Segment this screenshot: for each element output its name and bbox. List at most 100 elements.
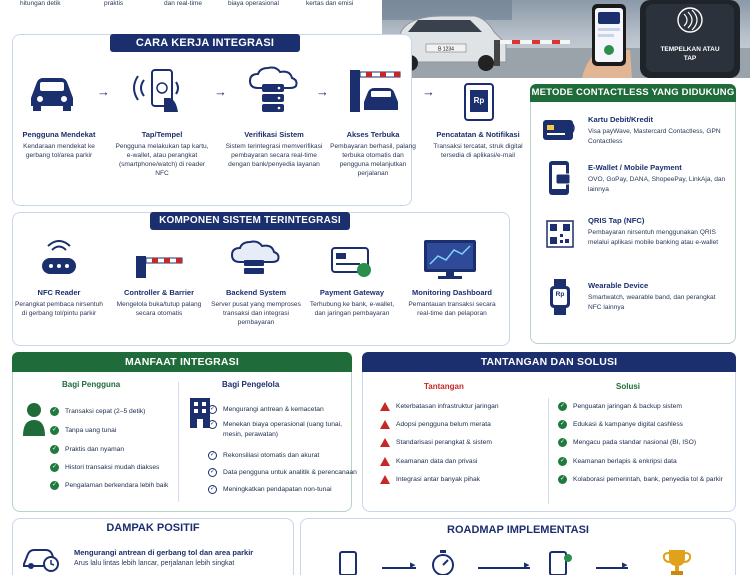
check-icon: ✓ [558,438,567,447]
step-desc: Transaksi tercatat, struk digital tersed… [433,143,523,159]
check-icon: ✓ [50,445,59,454]
list-item: ✓Meningkatkan pendapatan non-tunai [208,485,332,494]
barrier-car-icon [350,70,401,112]
phone-in-hand [582,4,632,78]
list-item-text: Rekonsiliasi otomatis dan akurat [223,452,320,459]
metode-item-title: E-Wallet / Mobile Payment [588,163,682,172]
metode-item-title: QRIS Tap (NFC) [588,216,645,225]
step-title: Pengguna Mendekat [22,130,96,139]
list-item-text: Keamanan berlapis & enkripsi data [573,458,677,465]
plate-text: B 1234 [438,47,454,53]
komponen-desc-item: Terhubung ke bank, e-wallet, dan jaringa… [309,301,395,317]
step-desc: Kendaraan mendekat ke gerbang tol/area p… [23,143,95,159]
roadmap-arrow-line [382,567,416,569]
list-item-text: Adopsi pengguna belum merata [396,421,491,428]
step-title: Akses Terbuka [346,130,400,139]
dashboard-icon [424,240,476,279]
tantangan-section [362,352,736,512]
list-item-text: Mengacu pada standar nasional (BI, ISO) [573,439,697,446]
manfaat-title: MANFAAT INTEGRASI [12,352,352,372]
step-title: Tap/Tempel [141,130,183,139]
receipt-label: Rp [473,96,485,105]
dampak-title: DAMPAK POSITIF [106,522,200,534]
check-icon: ✓ [50,426,59,435]
list-item: Adopsi pengguna belum merata [380,420,491,429]
warning-icon [380,438,390,447]
top-caption-2: praktis [104,0,124,7]
stopwatch-icon [432,550,454,575]
arrow-icon: → [214,84,227,99]
check-outline-icon: ✓ [208,405,217,414]
arrow-icon: → [97,84,110,99]
komponen-desc-item: Perangkat pembaca nirsentuh di gerbang t… [15,301,103,317]
qr-code-icon [546,220,574,248]
check-icon: ✓ [558,457,567,466]
car-icon [31,78,73,111]
list-item-text: Keamanan data dan privasi [396,458,478,465]
list-item: Integrasi antar banyak pihak [380,475,480,484]
arrow-icon: ▸ [410,559,416,571]
check-icon: ✓ [50,463,59,472]
trophy-icon [662,550,692,575]
komponen-desc-item: Server pusat yang memproses transaksi da… [211,301,301,326]
tantangan-col-title: Tantangan [424,382,464,391]
metode-title: METODE CONTACTLESS YANG DIDUKUNG [530,84,736,102]
pengelola-title: Bagi Pengelola [222,380,280,389]
list-item-text: Praktis dan nyaman [65,446,125,453]
arrow-icon: ▸ [622,559,628,571]
list-item-text: Transaksi cepat (2–5 detik) [65,408,146,415]
step-title: Pencatatan & Notifikasi [436,130,520,139]
nfc-reader-device [640,0,740,78]
top-caption-3: dan real-time [164,0,202,7]
list-item: ✓ Rekonsiliasi otomatis dan akurat [208,451,319,460]
list-item: Standarisasi perangkat & sistem [380,438,492,447]
warning-icon [380,420,390,429]
check-outline-icon: ✓ [208,468,217,477]
list-item: ✓Mengurangi antrean & kemacetan [208,405,324,414]
warning-icon [380,475,390,484]
check-outline-icon: ✓ [208,451,217,460]
metode-item-desc: OVO, GoPay, DANA, ShopeePay, LinkAja, da… [588,176,726,193]
solusi-col-title: Solusi [616,382,641,391]
phone-icon [339,551,357,575]
komponen-desc-item: Mengelola buka/tutup palang secara otoma… [116,301,202,317]
arrow-icon: → [316,84,329,99]
cara-kerja-title: CARA KERJA INTEGRASI [110,34,300,52]
roadmap-arrow-line [596,567,628,569]
list-item-text: Keterbatasan infrastruktur jaringan [396,403,499,410]
server-icon [248,66,298,112]
list-item-text: Menekan biaya operasional (uang tunai, m… [223,421,342,438]
list-item-text: Integrasi antar banyak pihak [396,476,481,483]
hero-image: B 1234 TEMPELKAN ATAU TAP [382,0,750,78]
komponen-desc-item: Pemantauan transaksi secara real-time da… [408,301,496,317]
dampak-item-title: Mengurangi antrean di gerbang tol dan ar… [74,548,254,557]
check-outline-icon: ✓ [208,485,217,494]
metode-item-title: Kartu Debit/Kredit [588,115,653,124]
car-clock-icon [23,549,59,572]
pengguna-title: Bagi Pengguna [62,380,121,389]
list-item-text: Kolaborasi pemerintah, bank, penyedia to… [573,476,723,483]
komponen-title-item: Payment Gateway [319,288,385,297]
roadmap-title: ROADMAP IMPLEMENTASI [447,524,589,536]
manfaat-section [12,352,352,512]
list-item: ✓Menekan biaya operasional (uang tunai, … [208,420,348,440]
list-item: ✓Edukasi & kampanye digital cashless [558,420,683,429]
check-icon: ✓ [558,420,567,429]
list-item: ✓ Praktis dan nyaman [50,445,124,454]
roadmap-section [300,518,736,575]
metode-item-desc: Smartwatch, wearable band, dan perangkat… [588,294,716,311]
list-item-text: Pengalaman berkendara lebih baik [65,482,169,489]
list-item: ✓Histori transaksi mudah diakses [50,463,159,472]
check-icon: ✓ [558,475,567,484]
step-desc: Pengguna melakukan tap kartu, e-wallet, … [115,143,209,177]
komponen-title-item: Monitoring Dashboard [412,288,492,297]
metode-item-desc: Visa payWave, Mastercard Contactless, GP… [588,128,721,145]
nfc-reader-icon [42,240,76,274]
list-item: Keamanan data dan privasi [380,457,477,466]
check-icon: ✓ [558,402,567,411]
roadmap-arrow-line [478,567,530,569]
komponen-title-item: Backend System [225,288,287,297]
barrier-icon [136,256,183,278]
dampak-item-desc: Arus lalu lintas lebih lancar, perjalana… [74,560,235,567]
reader-text: TEMPELKAN ATAU TAP [660,46,720,62]
